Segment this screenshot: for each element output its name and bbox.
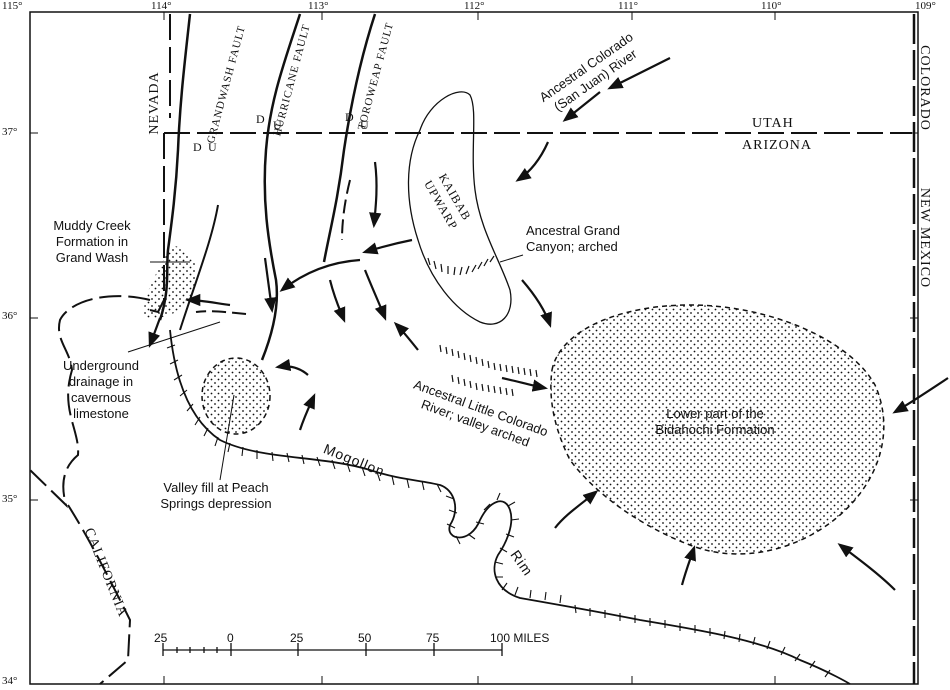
arrow-10 [363, 269, 387, 321]
scale-tick-25: 25 [290, 631, 304, 645]
muddy-creek-label: Muddy Creek Formation in Grand Wash [53, 218, 131, 265]
lat-34-label: 34° [2, 675, 18, 687]
nevada-label: NEVADA [147, 71, 162, 135]
arrow-20 [892, 377, 949, 414]
new-mexico-label: NEW MEXICO [917, 187, 932, 289]
stippled-areas [144, 245, 885, 555]
lon-114-label: 114° [151, 0, 172, 12]
lon-113-label: 113° [308, 0, 329, 12]
arrow-13 [393, 321, 419, 351]
arrow-11 [148, 317, 162, 348]
scale-tick-100-miles: 100 MILES [490, 631, 550, 645]
dashed-flow-lines [195, 179, 351, 315]
lon-109-label: 109° [915, 0, 936, 12]
lon-111-label: 111° [618, 0, 639, 12]
arrow-18 [680, 545, 696, 586]
rim-hachures [166, 344, 831, 678]
lat-36-label: 36° [2, 310, 18, 322]
faults [158, 13, 377, 361]
hurricane-d: D [256, 112, 265, 126]
arrow-5 [369, 161, 382, 229]
scale-tick-75: 75 [426, 631, 440, 645]
grand-wash-fault-2 [179, 204, 219, 331]
lon-110-label: 110° [761, 0, 782, 12]
arrow-16 [501, 376, 549, 392]
arrow-12 [184, 293, 231, 307]
arrow-colorado-3 [515, 141, 550, 182]
arrow-14 [274, 358, 309, 376]
hurricane-fault [260, 13, 302, 361]
muddy-creek-area [144, 245, 197, 319]
grand-canyon-label: Ancestral Grand Canyon; arched [526, 223, 620, 254]
flow-arrows [148, 57, 949, 591]
arrow-17 [554, 490, 599, 529]
valley-fill-label: Valley fill at Peach Springs depression [160, 480, 272, 511]
arizona-label: ARIZONA [742, 138, 812, 153]
colorado-label: COLORADO [917, 45, 932, 131]
arrow-9 [328, 279, 346, 323]
arrow-colorado-2 [562, 91, 601, 122]
arrow-8 [263, 257, 277, 314]
arrow-4 [521, 279, 552, 328]
arrow-colorado-1 [607, 57, 671, 90]
arrow-7 [362, 238, 413, 255]
map-frame [29, 11, 919, 685]
lat-35-label: 35° [2, 493, 18, 505]
arrow-19 [837, 543, 896, 591]
grand-wash-d: D [193, 140, 202, 154]
scale-bar [162, 643, 503, 656]
scale-tick-50: 50 [358, 631, 372, 645]
leader-lines [127, 254, 524, 481]
hurricane-u: U [273, 118, 282, 132]
scale-tick-25-left: 25 [154, 631, 168, 645]
bidahochi-formation-area [550, 304, 885, 555]
grand-wash-u: U [208, 140, 217, 154]
arched-valley-hachures [427, 255, 538, 397]
toroweap-fault [322, 13, 377, 263]
utah-label: UTAH [752, 116, 794, 131]
underground-drainage-label: Underground drainage in cavernous limest… [63, 358, 139, 421]
arrow-6 [279, 258, 361, 292]
mogollon-rim [169, 329, 851, 685]
california-border [29, 295, 151, 685]
toroweap-d: D [345, 110, 354, 124]
bidahochi-label: Lower part of the Bidahochi Formation [655, 406, 775, 437]
state-boundaries [29, 14, 916, 685]
kaibab-upwarp-outline [407, 91, 512, 325]
arrow-15 [298, 393, 316, 431]
lon-115-label: 115° [2, 0, 23, 12]
lat-37-label: 37° [2, 126, 18, 138]
peach-springs-area [201, 357, 271, 435]
toroweap-u: U [360, 118, 369, 132]
lon-112-label: 112° [464, 0, 485, 12]
scale-tick-0: 0 [227, 631, 234, 645]
